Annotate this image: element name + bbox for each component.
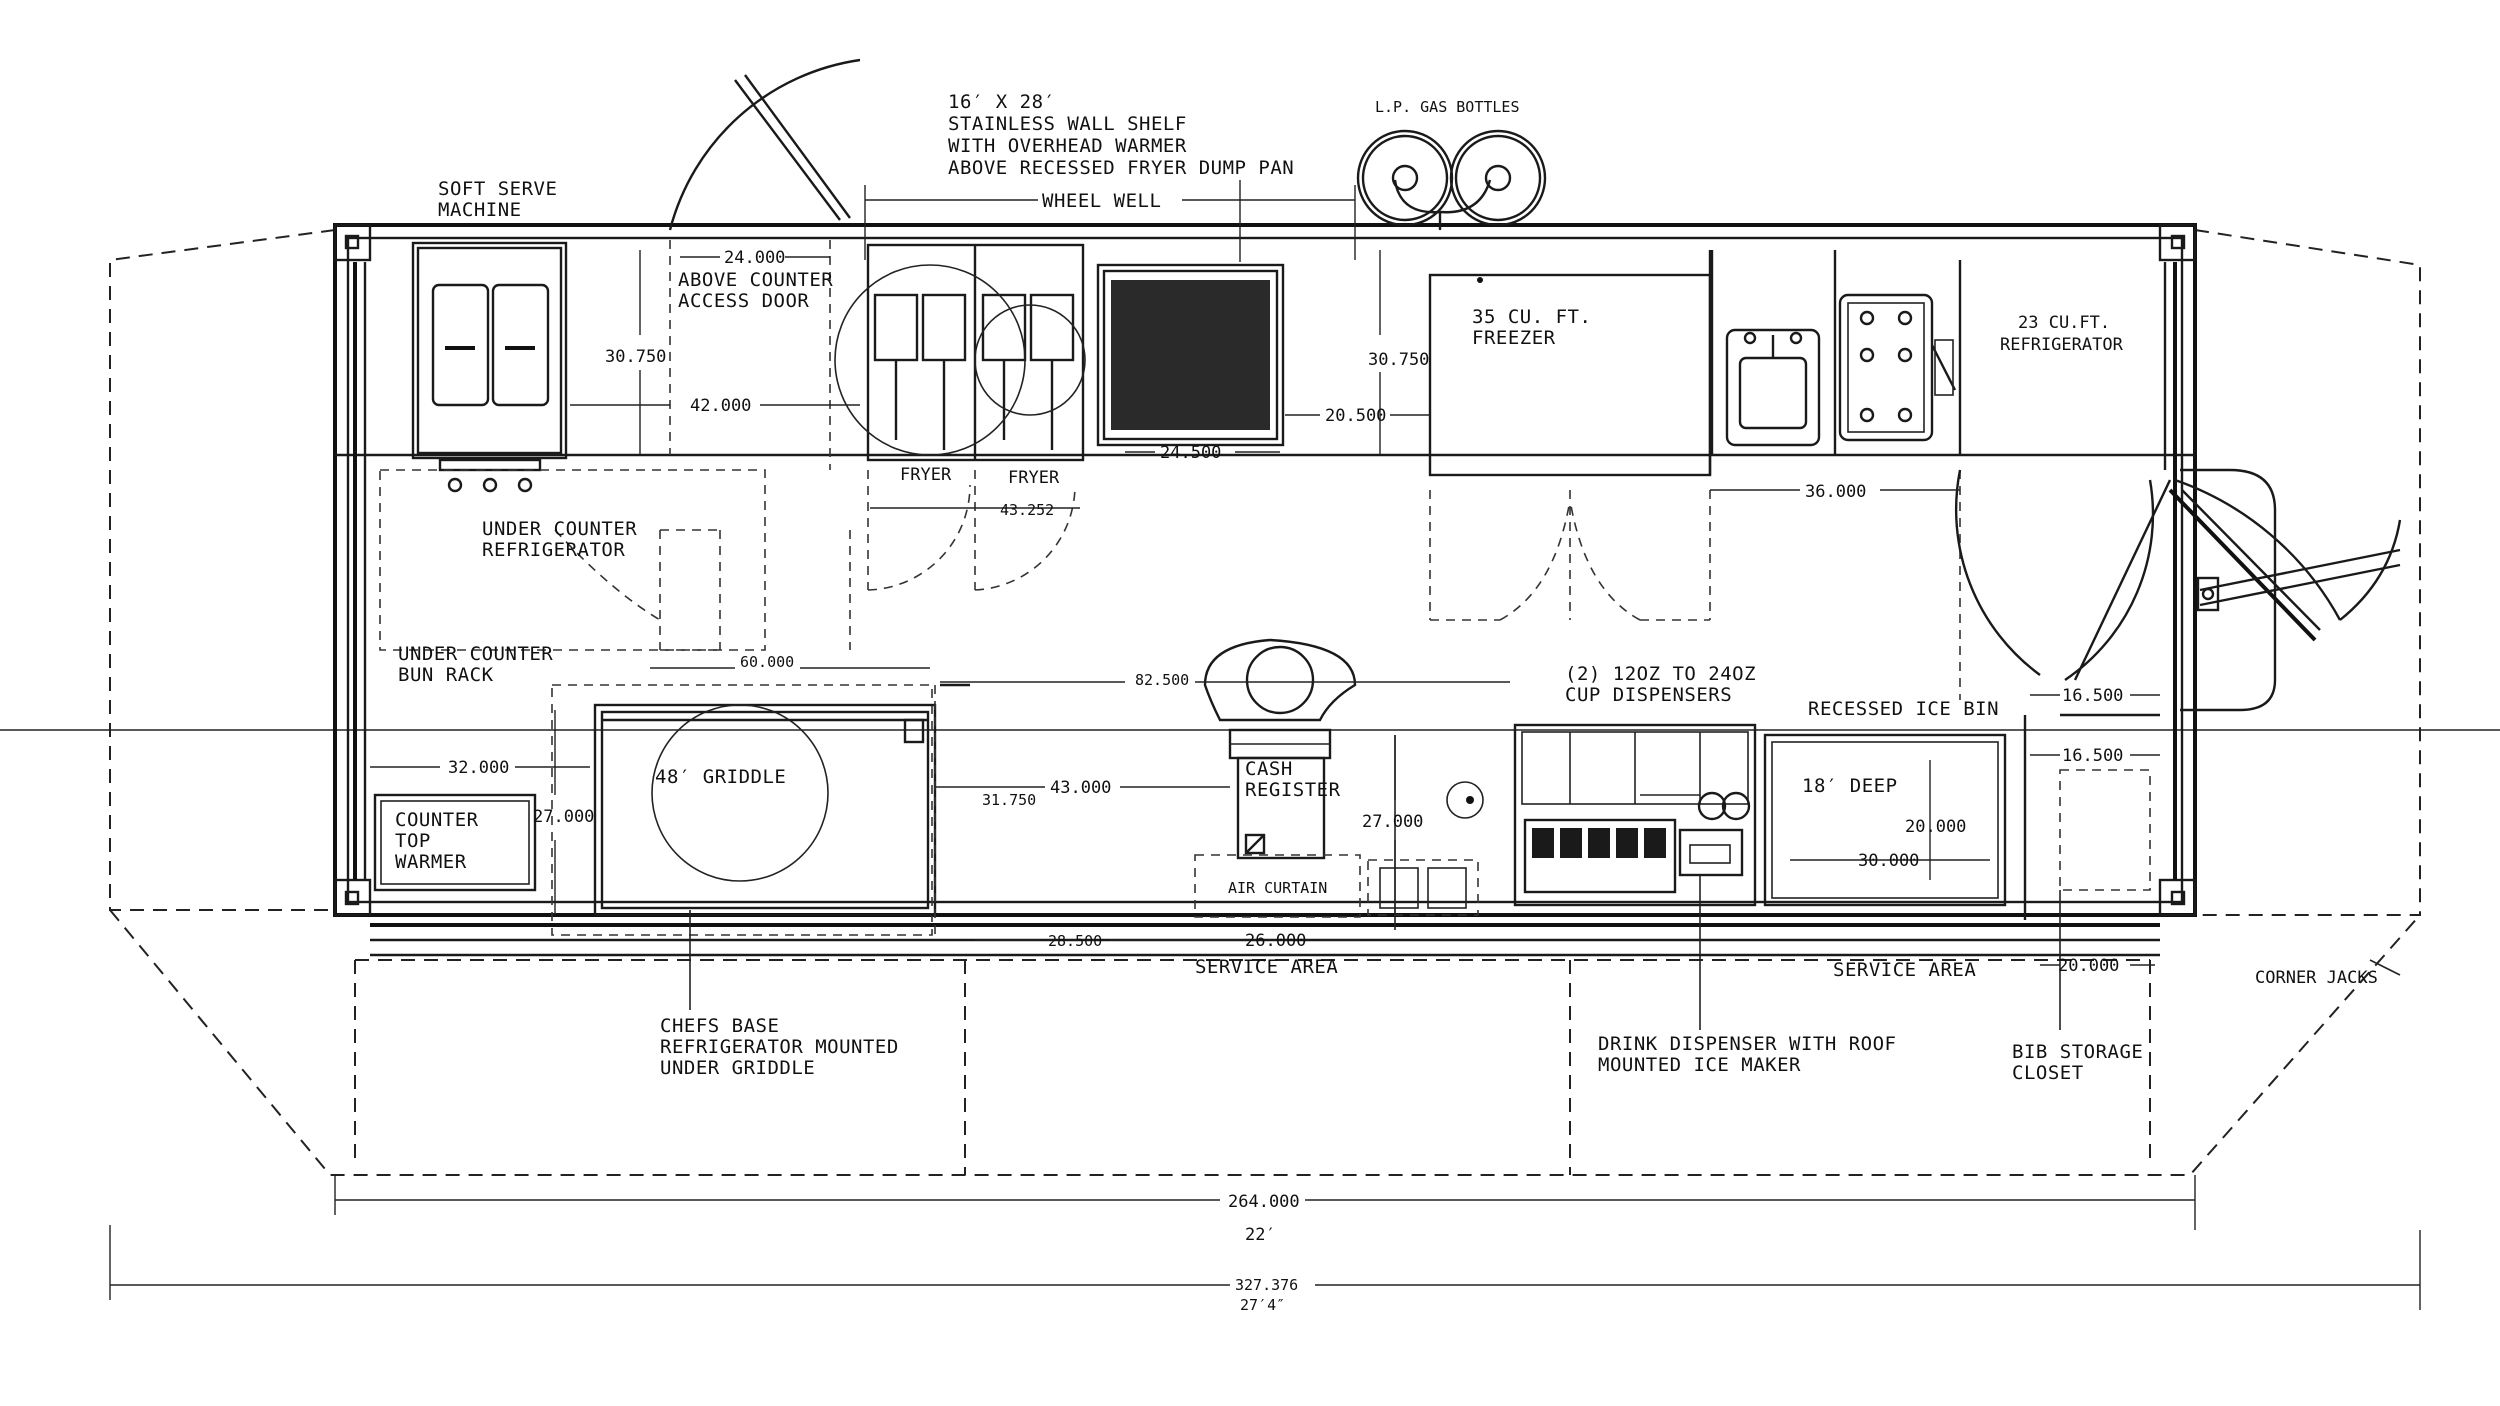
counter-top-warmer <box>373 793 537 892</box>
dim-24500: 24.500 <box>1160 443 1221 463</box>
dim-27000-mid: 27.000 <box>1362 812 1423 832</box>
warmer-label-2: TOP <box>395 830 431 852</box>
hand-sink <box>1710 250 1837 455</box>
shelf-label-2: STAINLESS WALL SHELF <box>948 113 1187 135</box>
griddle <box>551 683 970 936</box>
side-door-right <box>2168 468 2402 712</box>
bib-storage-closet <box>2023 713 2160 1030</box>
dim-36000: 36.000 <box>1805 482 1866 502</box>
dim-28500: 28.500 <box>1048 932 1102 950</box>
dim-60000: 60.000 <box>740 653 794 671</box>
soft-serve-machine <box>411 241 568 493</box>
warmer-label-3: WARMER <box>395 851 467 873</box>
dim-42000: 42.000 <box>690 396 751 416</box>
chefs-base-label-3: UNDER GRIDDLE <box>660 1057 815 1079</box>
drink-dispenser-label-2: MOUNTED ICE MAKER <box>1598 1054 1801 1076</box>
ice-bin-deep-label: 18′ DEEP <box>1802 775 1898 797</box>
access-door <box>669 240 831 470</box>
access-door-label-2: ACCESS DOOR <box>678 290 809 312</box>
soft-serve-label-2: MACHINE <box>438 199 522 221</box>
shelf-label-4: ABOVE RECESSED FRYER DUMP PAN <box>948 157 1294 179</box>
warmer-label-1: COUNTER <box>395 809 479 831</box>
dim-30750-left: 30.750 <box>605 347 666 367</box>
bun-rack-label-2: BUN RACK <box>398 664 494 686</box>
dimension-lines <box>109 250 2421 1310</box>
dim-264000: 264.000 <box>1228 1192 1300 1212</box>
bib-storage-label-1: BIB STORAGE <box>2012 1041 2143 1063</box>
chefs-base-label-1: CHEFS BASE <box>660 1015 779 1037</box>
dim-16500-top: 16.500 <box>2062 686 2123 706</box>
fryers <box>834 243 1086 591</box>
access-door-label-1: ABOVE COUNTER <box>678 269 833 291</box>
dim-32000: 32.000 <box>448 758 509 778</box>
uc-fridge-label-2: REFRIGERATOR <box>482 539 625 561</box>
chefs-base-label-2: REFRIGERATOR MOUNTED <box>660 1036 899 1058</box>
dim-82500: 82.500 <box>1135 671 1189 689</box>
fryer-left-label: FRYER <box>900 465 952 485</box>
lp-gas-label: L.P. GAS BOTTLES <box>1375 98 1520 116</box>
dim-30750-right: 30.750 <box>1368 350 1429 370</box>
register-label-1: CASH <box>1245 758 1293 780</box>
air-curtain-label: AIR CURTAIN <box>1228 879 1327 897</box>
bib-storage-label-2: CLOSET <box>2012 1062 2084 1084</box>
dim-327376: 327.376 <box>1235 1276 1298 1294</box>
dim-22ft: 22′ <box>1245 1225 1276 1245</box>
cash-register <box>1194 638 1361 918</box>
register-label-2: REGISTER <box>1245 779 1341 801</box>
fryer-right-label: FRYER <box>1008 468 1060 488</box>
dim-20000-v: 20.000 <box>1905 817 1966 837</box>
three-comp-sink <box>1838 293 1957 442</box>
trailer-walls <box>333 223 2197 957</box>
uc-fridge-label-1: UNDER COUNTER <box>482 518 637 540</box>
fryer-dump-pan <box>1096 263 1285 447</box>
bun-rack-label-1: UNDER COUNTER <box>398 643 553 665</box>
cup-dispensers-label-1: (2) 12OZ TO 24OZ <box>1565 663 1756 685</box>
wheel-well-dim <box>864 180 1356 262</box>
dim-30000: 30.000 <box>1858 851 1919 871</box>
dim-24000: 24.000 <box>724 248 785 268</box>
griddle-label: 48′ GRIDDLE <box>655 766 786 788</box>
dim-20500: 20.500 <box>1325 406 1386 426</box>
freezer-label-1: 35 CU. FT. <box>1472 306 1591 328</box>
freezer <box>1428 250 1712 621</box>
freezer-label-2: FREEZER <box>1472 327 1556 349</box>
under-counter-fridge <box>379 469 851 651</box>
refrigerator-label-1: 23 CU.FT. <box>2018 313 2110 333</box>
outer-dashed-outline <box>109 229 2421 1176</box>
drink-station <box>1513 723 1757 907</box>
cup-dispensers-label-2: CUP DISPENSERS <box>1565 684 1732 706</box>
refrigerator-label-2: REFRIGERATOR <box>2000 335 2124 355</box>
dim-31750: 31.750 <box>982 791 1036 809</box>
dim-26000: 26.000 <box>1245 931 1306 951</box>
dim-43252: 43.252 <box>1000 501 1054 519</box>
shelf-label-1: 16′ X 28′ <box>948 91 1055 113</box>
dim-27000-left: 27.000 <box>533 807 594 827</box>
recessed-ice-bin <box>1763 733 2007 907</box>
dim-16500-bottom: 16.500 <box>2062 746 2123 766</box>
soft-serve-label-1: SOFT SERVE <box>438 178 557 200</box>
service-area-right: SERVICE AREA <box>1833 959 1976 981</box>
refrigerator <box>1954 260 2172 700</box>
rear-door-swing <box>668 58 861 231</box>
corner-jacks-label: CORNER JACKS <box>2255 968 2378 988</box>
small-fixtures <box>1367 735 1484 930</box>
drink-dispenser-label-1: DRINK DISPENSER WITH ROOF <box>1598 1033 1896 1055</box>
dim-43000: 43.000 <box>1050 778 1111 798</box>
lp-gas-bottles <box>1356 129 1547 283</box>
shelf-label-3: WITH OVERHEAD WARMER <box>948 135 1187 157</box>
dim-20000-h: 20.000 <box>2058 956 2119 976</box>
ice-bin-label: RECESSED ICE BIN <box>1808 698 1999 720</box>
dim-27ft4: 27′4″ <box>1240 1296 1285 1314</box>
wheel-well-label: WHEEL WELL <box>1042 190 1161 212</box>
service-area-left: SERVICE AREA <box>1195 956 1338 978</box>
